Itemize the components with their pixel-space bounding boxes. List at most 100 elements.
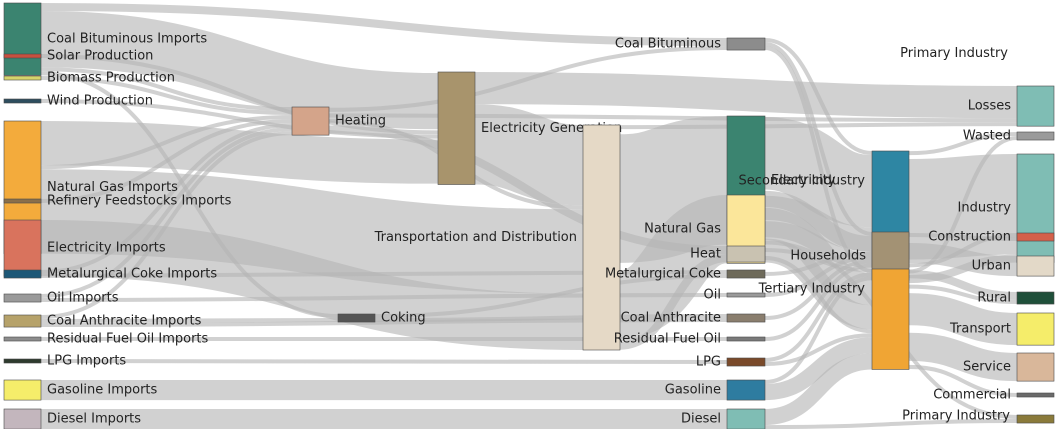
node-rural[interactable]: Rural — [977, 291, 1055, 306]
node-coal_bit_imp[interactable]: Coal Bituminous Imports — [3, 2, 207, 76]
node-bar-diesel[interactable] — [726, 408, 766, 429]
link-met_coke-to-secondary[interactable] — [764, 251, 873, 277]
link-elec_gen-to-tnd[interactable] — [473, 104, 585, 206]
node-met_coke_imp[interactable]: Metalurgical Coke Imports — [3, 267, 217, 282]
link-households-to-urban[interactable] — [908, 243, 1018, 277]
node-coking[interactable]: Coking — [337, 311, 426, 326]
link-natural_gas-to-secondary[interactable] — [764, 195, 873, 252]
link-coal_anth-to-secondary[interactable] — [764, 259, 873, 321]
node-bar-biomass[interactable] — [3, 75, 42, 81]
link-lpg_imp-to-lpg[interactable] — [40, 359, 728, 365]
node-bar-coal_bit_imp[interactable] — [3, 2, 42, 76]
node-met_coke[interactable]: Metalurgical Coke — [605, 267, 766, 282]
link-lpg-to-households[interactable] — [764, 272, 873, 363]
node-coal_bit[interactable]: Coal Bituminous — [615, 37, 766, 52]
node-bar-rfo[interactable] — [726, 336, 766, 342]
node-bar-tnd[interactable] — [582, 124, 621, 351]
node-bar-heating[interactable] — [291, 106, 330, 136]
link-gasoline-to-tertiary[interactable] — [764, 337, 873, 401]
node-losses[interactable]: Losses — [968, 85, 1055, 127]
node-bar-elec_imp[interactable] — [3, 219, 42, 277]
node-urban[interactable]: Urban — [972, 255, 1055, 277]
node-bar-primary_bottom[interactable] — [1016, 414, 1055, 424]
node-bar-coal_anth[interactable] — [726, 313, 766, 323]
node-tnd[interactable]: Transportation and Distribution — [374, 124, 621, 351]
node-bar-coal_bit[interactable] — [726, 37, 766, 51]
link-ng_imp-to-tnd[interactable] — [40, 169, 584, 294]
node-diesel_imp[interactable]: Diesel Imports — [3, 408, 141, 429]
link-tertiary-to-rural[interactable] — [908, 284, 1018, 305]
link-heat-to-tertiary[interactable] — [764, 256, 873, 334]
node-bar-urban[interactable] — [1016, 255, 1055, 277]
node-bar-industry[interactable] — [1016, 153, 1055, 263]
link-natural_gas-to-tertiary[interactable] — [764, 238, 873, 330]
link-oil-to-secondary[interactable] — [764, 255, 873, 298]
node-oil_imp[interactable]: Oil Imports — [3, 291, 119, 306]
link-electricity-to-secondary[interactable] — [763, 117, 874, 228]
node-bar-met_coke[interactable] — [726, 269, 766, 279]
link-households-to-construction[interactable] — [908, 233, 1018, 242]
node-bar-coking[interactable] — [337, 313, 376, 323]
link-tnd-to-losses[interactable] — [619, 122, 1018, 130]
link-ng_imp-to-elec_gen[interactable] — [40, 121, 439, 184]
node-rfo[interactable]: Residual Fuel Oil — [614, 332, 766, 347]
link-diesel-to-primary_bottom[interactable] — [764, 419, 1018, 429]
node-bar-wasted[interactable] — [1016, 131, 1055, 141]
node-bar-gasoline[interactable] — [726, 379, 766, 401]
node-solar[interactable]: Solar Production — [3, 49, 153, 64]
link-oil_imp-to-heating[interactable] — [40, 127, 293, 299]
node-transport[interactable]: Transport — [949, 312, 1055, 346]
link-tnd-to-natural_gas[interactable] — [616, 195, 731, 339]
node-bar-elec_gen[interactable] — [437, 71, 476, 185]
node-biomass[interactable]: Biomass Production — [3, 71, 175, 86]
link-tertiary-to-commercial[interactable] — [908, 364, 1018, 398]
link-biomass-to-heating[interactable] — [40, 76, 293, 116]
link-tertiary-to-industry[interactable] — [908, 254, 1018, 284]
link-coal_bit-to-secondary[interactable] — [764, 38, 873, 156]
node-wasted[interactable]: Wasted — [963, 129, 1055, 144]
link-coal_bit_imp-to-coal_bit[interactable] — [40, 3, 728, 47]
link-rfo-to-secondary[interactable] — [764, 263, 873, 342]
node-bar-rfo_imp[interactable] — [3, 336, 42, 342]
link-elec_gen-to-losses[interactable] — [474, 72, 1018, 119]
node-refinery[interactable]: Refinery Feedstocks Imports — [3, 194, 232, 209]
link-coal_anth_imp-to-coking[interactable] — [40, 318, 339, 324]
link-tertiary-to-service[interactable] — [908, 332, 1018, 382]
node-primary_bottom[interactable]: Primary Industry — [902, 409, 1055, 424]
node-rfo_imp[interactable]: Residual Fuel Oil Imports — [3, 332, 209, 347]
link-tertiary-to-transport[interactable] — [908, 293, 1018, 346]
link-tnd-to-electricity[interactable] — [618, 116, 729, 263]
node-construction[interactable]: Construction — [928, 230, 1055, 245]
link-gasoline-to-households[interactable] — [764, 276, 873, 385]
node-commercial[interactable]: Commercial — [933, 388, 1055, 403]
link-refinery-to-heating[interactable] — [40, 119, 293, 204]
node-tertiary[interactable]: Tertiary Industry — [758, 268, 910, 370]
node-gasoline_imp[interactable]: Gasoline Imports — [3, 379, 158, 401]
node-primary_top[interactable]: Primary Industry — [900, 46, 1008, 61]
node-bar-oil_imp[interactable] — [3, 293, 42, 303]
link-lpg-to-tertiary[interactable] — [764, 333, 873, 367]
node-bar-gasoline_imp[interactable] — [3, 379, 42, 401]
node-bar-diesel_imp[interactable] — [3, 408, 42, 429]
link-tnd-to-heat[interactable] — [619, 254, 728, 350]
node-bar-wind[interactable] — [3, 98, 42, 104]
link-diesel-to-tertiary[interactable] — [764, 353, 873, 426]
node-bar-rural[interactable] — [1016, 291, 1055, 305]
node-coal_anth[interactable]: Coal Anthracite — [621, 311, 766, 326]
node-wind[interactable]: Wind Production — [3, 94, 153, 109]
link-met_coke_imp-to-heating[interactable] — [40, 123, 293, 275]
link-secondary-to-wasted[interactable] — [908, 132, 1018, 156]
node-bar-refinery[interactable] — [3, 198, 42, 204]
link-coal_bit_imp-to-heating[interactable] — [40, 67, 293, 112]
node-bar-heat[interactable] — [726, 245, 766, 263]
node-heating[interactable]: Heating — [291, 106, 386, 136]
node-bar-lpg_imp[interactable] — [3, 358, 42, 364]
node-lpg[interactable]: LPG — [696, 355, 766, 370]
link-coal_bit_imp-to-elec_gen[interactable] — [40, 11, 439, 130]
link-tertiary-to-wasted[interactable] — [908, 136, 1018, 274]
link-coal_anth_imp-to-heating[interactable] — [40, 131, 293, 320]
link-ng_imp-to-heating[interactable] — [40, 115, 293, 170]
node-gasoline[interactable]: Gasoline — [665, 379, 766, 401]
node-bar-tertiary[interactable] — [871, 268, 910, 370]
node-bar-construction[interactable] — [1016, 232, 1055, 242]
